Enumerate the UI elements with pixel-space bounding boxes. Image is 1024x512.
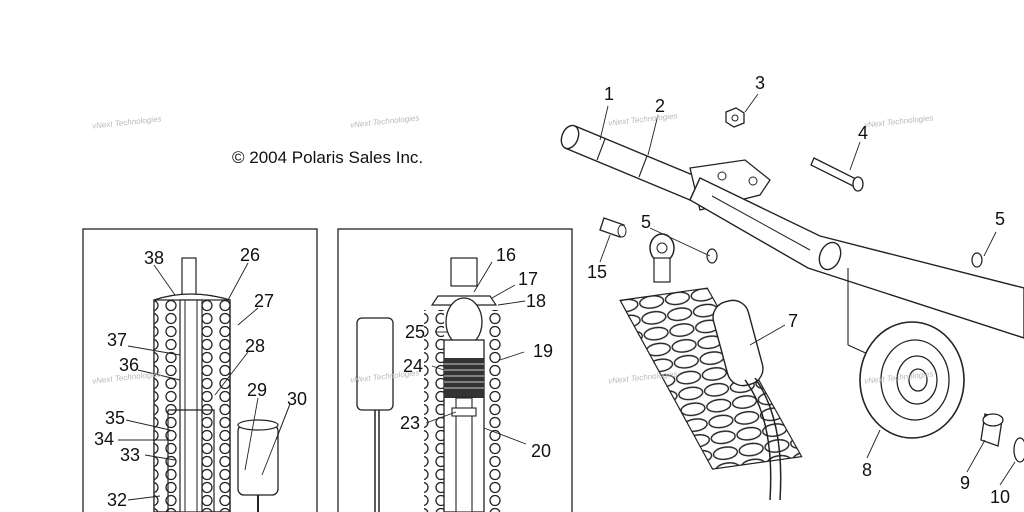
callout-24: 24 — [402, 356, 424, 376]
callout-37: 37 — [106, 330, 128, 350]
callout-1: 1 — [603, 84, 615, 104]
callout-3: 3 — [754, 73, 766, 93]
callout-33: 33 — [119, 445, 141, 465]
callout-5a: 5 — [640, 212, 652, 232]
callout-27: 27 — [253, 291, 275, 311]
rear-suspension-exploded — [560, 93, 1024, 501]
copyright-notice: © 2004 Polaris Sales Inc. — [232, 148, 424, 167]
callout-29: 29 — [246, 380, 268, 400]
callout-5b: 5 — [994, 209, 1006, 229]
callout-28: 28 — [244, 336, 266, 356]
callout-4: 4 — [857, 123, 869, 143]
callout-38: 38 — [143, 248, 165, 268]
callout-2: 2 — [654, 96, 666, 116]
callout-16: 16 — [495, 245, 517, 265]
callout-25: 25 — [404, 322, 426, 342]
callout-34: 34 — [93, 429, 115, 449]
callout-17: 17 — [517, 269, 539, 289]
callout-36: 36 — [118, 355, 140, 375]
callout-8: 8 — [861, 460, 873, 480]
callout-23: 23 — [399, 413, 421, 433]
callout-7: 7 — [787, 311, 799, 331]
callout-18: 18 — [525, 291, 547, 311]
callout-20: 20 — [530, 441, 552, 461]
callout-10: 10 — [989, 487, 1011, 507]
shock-cutaway-inset-middle — [337, 228, 573, 512]
shock-cutaway-inset-left — [82, 228, 318, 512]
callout-9: 9 — [959, 473, 971, 493]
callout-19: 19 — [532, 341, 554, 361]
callout-30: 30 — [286, 389, 308, 409]
callout-15: 15 — [586, 262, 608, 282]
callout-26: 26 — [239, 245, 261, 265]
callout-32: 32 — [106, 490, 128, 510]
callout-35: 35 — [104, 408, 126, 428]
